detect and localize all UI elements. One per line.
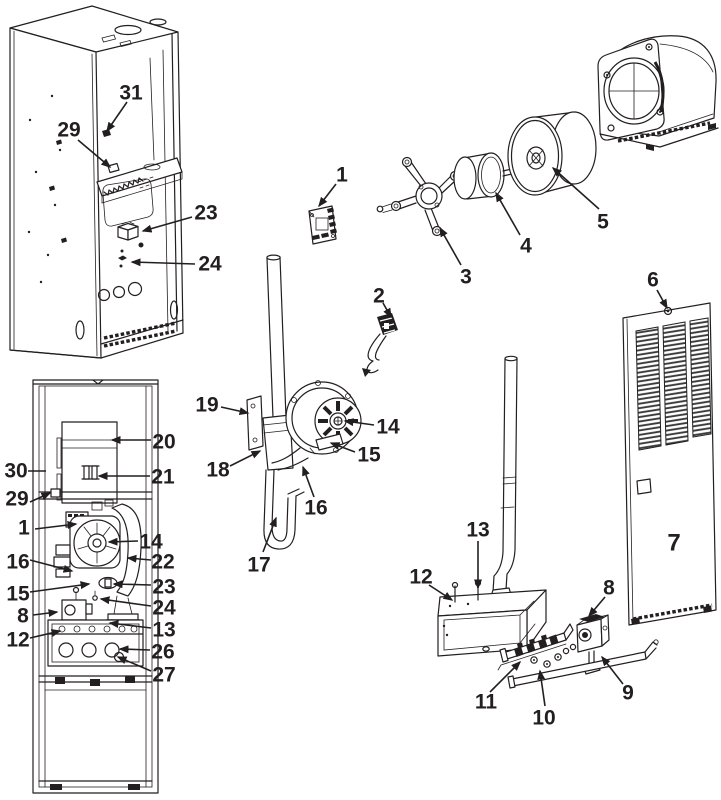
callout-gas-pipe-9: 9: [622, 682, 634, 705]
burner-box-drawing: [437, 579, 547, 657]
callout-control-board-1: 1: [336, 164, 348, 187]
callout-cabinet-24: 24: [198, 253, 222, 276]
callout-front-29: 29: [5, 488, 28, 511]
vent-pipe-inducer-drawing: [246, 254, 362, 550]
callout-vent-bracket-19: 19: [195, 394, 218, 417]
leader-lines: [28, 101, 668, 707]
gas-valve-drawing: [576, 614, 610, 675]
callout-front-8: 8: [17, 605, 29, 628]
gas-pipe-drawing: [507, 639, 659, 689]
callout-front-15: 15: [6, 583, 30, 606]
callout-flue-13: 13: [466, 519, 489, 542]
callout-cabinet-29: 29: [57, 119, 80, 142]
cabinet-3d-drawing: [9, 5, 184, 359]
callout-gas-valve-8: 8: [603, 577, 615, 600]
callout-front-27: 27: [152, 664, 175, 687]
motor-drawing: [453, 152, 517, 200]
igniter-drawing: [362, 313, 398, 377]
callout-front-door-7: 7: [667, 530, 680, 557]
callout-front-1: 1: [18, 517, 30, 540]
callout-front-26: 26: [151, 641, 174, 664]
callout-front-14: 14: [139, 531, 163, 554]
callout-motor-4: 4: [520, 235, 532, 258]
orifices-drawing: [482, 643, 577, 668]
callout-front-23: 23: [152, 576, 175, 599]
callout-front-22: 22: [151, 551, 174, 574]
blower-housing-drawing: [597, 35, 719, 151]
callout-front-12: 12: [6, 629, 29, 652]
callout-drain-tube-17: 17: [247, 554, 270, 577]
callout-front-13: 13: [152, 619, 175, 642]
callout-front-30: 30: [4, 460, 27, 483]
callout-orifice-10: 10: [532, 707, 555, 730]
callout-motor-mount-3: 3: [460, 266, 472, 289]
motor-mount-drawing: [376, 156, 461, 237]
cabinet-front-view-drawing: [32, 379, 159, 794]
callout-cabinet-23: 23: [194, 202, 217, 225]
control-board-drawing: [308, 205, 337, 245]
callout-vent-coupling-18: 18: [206, 459, 230, 482]
flue-pipe-drawing: [487, 355, 518, 611]
louvered-door-drawing: [622, 302, 717, 626]
callout-burner-12: 12: [409, 566, 432, 589]
callout-inducer-clamp-15: 15: [357, 444, 381, 467]
callout-manifold-11: 11: [475, 691, 498, 714]
callout-door-screw-6: 6: [647, 269, 659, 292]
callout-igniter-2: 2: [373, 285, 385, 308]
callout-labels: 31 29 23 24 1 2 3 4 5 6 7 19 18 17 16 15…: [4, 82, 680, 730]
callout-inducer-elbow-16: 16: [304, 497, 327, 520]
callout-blower-wheel-5: 5: [597, 211, 609, 234]
callout-front-21: 21: [151, 466, 175, 489]
callout-inducer-motor-14: 14: [376, 416, 400, 439]
callout-cabinet-31: 31: [119, 82, 143, 105]
callout-front-24: 24: [152, 597, 176, 620]
blower-wheel-drawing: [507, 111, 597, 196]
callout-front-16: 16: [6, 551, 29, 574]
callout-front-20: 20: [152, 431, 175, 454]
